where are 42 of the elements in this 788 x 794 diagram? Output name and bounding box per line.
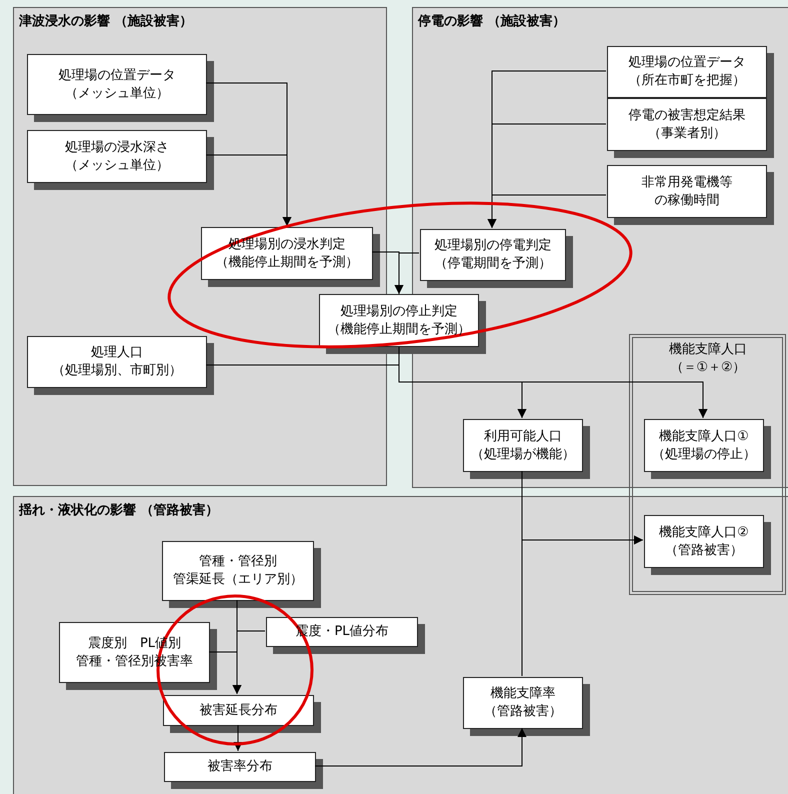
box-label: 被害率分布	[208, 758, 272, 776]
box-label: （機能停止期間を予測）	[328, 320, 470, 338]
box-label: 利用可能人口	[484, 428, 562, 446]
box-label: 処理場別の停電判定	[434, 237, 552, 255]
arrow	[232, 630, 266, 694]
panel-heading: 津波浸水の影響 （施設被害）	[19, 13, 193, 31]
arrow	[234, 724, 242, 752]
box-label: 処理場別の停止判定	[340, 302, 458, 320]
panel-heading: 揺れ・液状化の影響 （管路被害）	[19, 502, 219, 520]
box-label: 機能支障人口②	[659, 524, 749, 542]
box-label: （処理場の停止）	[652, 446, 756, 464]
box-label: 管渠延長（エリア別）	[173, 571, 303, 589]
box-label: （停電期間を予測）	[434, 255, 552, 273]
panel-heading: 停電の影響 （施設被害）	[418, 13, 566, 31]
box-label: 停電の被害想定結果	[628, 106, 746, 124]
box-label: 被害延長分布	[200, 702, 278, 720]
box-label: 処理場の浸水深さ	[65, 138, 169, 156]
box-label: 管種・管径別	[199, 553, 277, 571]
box-label: （メッシュ単位）	[65, 84, 169, 102]
box-label: （機能停止期間を予測）	[216, 254, 358, 272]
arrow	[394, 252, 420, 294]
arrow	[206, 154, 292, 226]
group-heading: 機能支障人口	[669, 341, 747, 359]
box-label: （管路被害）	[484, 703, 562, 721]
arrow	[488, 194, 606, 228]
box-label: （管路被害）	[665, 542, 743, 560]
group-heading: （＝①＋②）	[670, 359, 746, 377]
panel-background	[13, 496, 788, 794]
box-label: 処理人口	[91, 344, 143, 362]
box-label: 処理場の位置データ	[58, 66, 176, 84]
box-label: （メッシュ単位）	[65, 156, 169, 174]
box-label: 処理場の位置データ	[628, 54, 746, 72]
box-label: （処理場別、市町別）	[52, 362, 182, 380]
box-label: の稼働時間	[654, 192, 720, 210]
box-label: 非常用発電機等	[642, 174, 732, 192]
box-label: 機能支障率	[490, 685, 556, 703]
arrow	[522, 536, 644, 676]
box-label: （所在市町を把握）	[628, 72, 746, 90]
arrow	[314, 728, 526, 766]
box-label: （事業者別）	[648, 124, 726, 142]
box-label: 機能支障人口①	[659, 428, 749, 446]
box-label: （処理場が機能）	[471, 446, 575, 464]
